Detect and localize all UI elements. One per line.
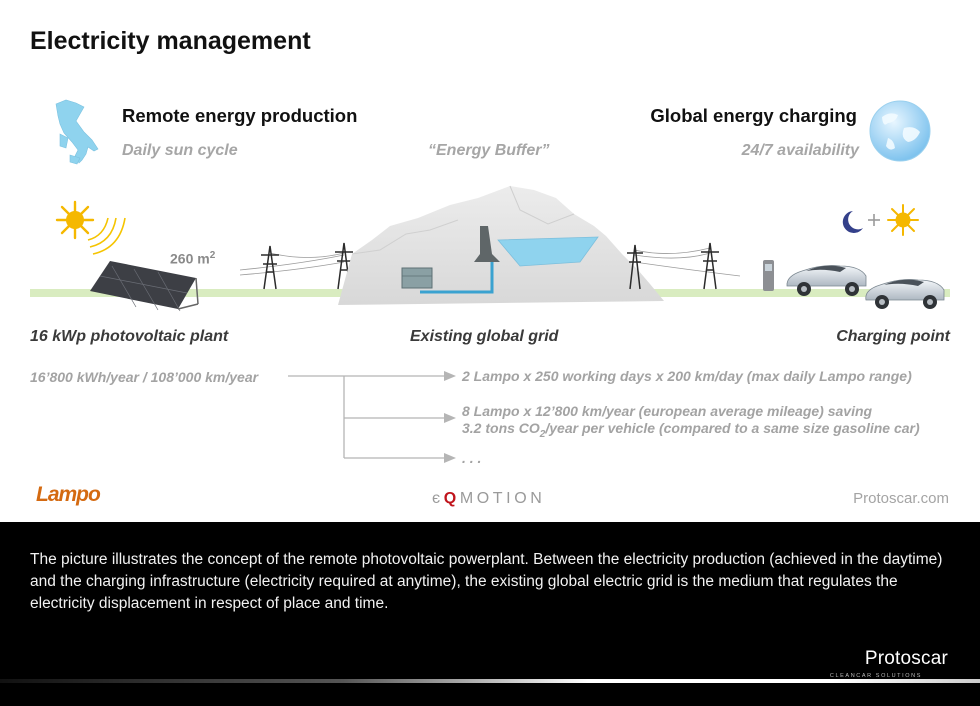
eqmotion-logo-e: є (432, 490, 444, 507)
charging-station-icon (763, 260, 774, 291)
sun-icon (887, 204, 919, 236)
eqmotion-logo: єQMOTION (432, 490, 545, 508)
left-heading: Remote energy production (122, 105, 358, 126)
left-subheading: Daily sun cycle (122, 142, 238, 159)
power-pylon-icon (261, 242, 353, 290)
eqmotion-logo-q: Q (443, 490, 460, 507)
area-exponent: 2 (209, 250, 216, 261)
protoscar-tagline: CLEANCAR SOLUTIONS (829, 673, 922, 679)
plant-caption: 16 kWp photovoltaic plant (30, 328, 229, 345)
right-heading: Global energy charging (650, 105, 857, 126)
area-value: 260 m (170, 250, 210, 267)
outcome-one: 2 Lampo x 250 working days x 200 km/day … (462, 368, 912, 384)
power-line-left (239, 252, 345, 276)
outcome-two-line1: 8 Lampo x 12’800 km/year (european avera… (462, 403, 873, 419)
right-subheading: 24/7 availability (741, 142, 859, 159)
solar-panel-icon (90, 261, 199, 312)
eqmotion-logo-motion: MOTION (459, 490, 546, 507)
plus-icon (868, 214, 880, 226)
slide: Electricity management Remote energy pro… (0, 0, 980, 522)
outcome-three: . . . (462, 450, 482, 466)
italy-map-icon (55, 99, 99, 165)
protoscar-brand-logo: Protoscar (864, 648, 948, 669)
outcome-two-co2: 3.2 tons CO (462, 420, 540, 436)
protoscar-site-link[interactable]: Protoscar.com (853, 490, 949, 507)
moon-icon (842, 211, 863, 233)
globe-icon (869, 100, 931, 162)
center-subheading: “Energy Buffer” (428, 142, 550, 159)
outcome-two-line2: 3.2 tons CO2/year per vehicle (compared … (462, 420, 920, 440)
outcome-two-subscript: 2 (539, 428, 546, 440)
description-text: The picture illustrates the concept of t… (30, 551, 943, 612)
charging-caption: Charging point (836, 328, 950, 345)
mountain-reservoir-icon (338, 185, 664, 305)
flow-arrows (288, 371, 456, 463)
footer-divider (0, 679, 980, 683)
grid-caption: Existing global grid (410, 328, 559, 345)
lampo-logo: Lampo (36, 483, 101, 506)
diagram-scene (30, 99, 950, 463)
sun-icon (55, 200, 126, 255)
car-icon (865, 279, 945, 309)
car-icon (786, 265, 867, 296)
power-line-right (633, 247, 741, 277)
production-note: 16’800 kWh/year / 108’000 km/year (30, 369, 259, 385)
page-title: Electricity management (30, 27, 311, 55)
outcome-two-rest: /year per vehicle (compared to a same si… (545, 420, 920, 436)
area-label: 260 m2 (170, 250, 215, 267)
power-pylon-icon (627, 242, 719, 290)
